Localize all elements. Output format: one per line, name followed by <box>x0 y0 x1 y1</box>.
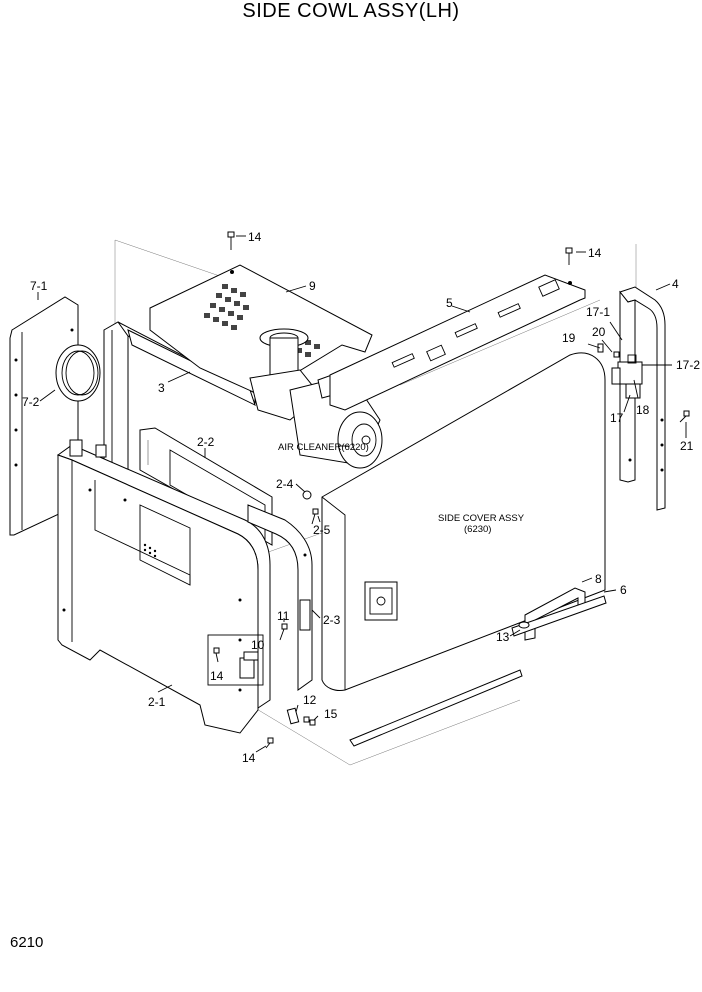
label-11: 11 <box>277 609 290 623</box>
bolt-14-top-right <box>565 247 573 265</box>
label-side-cover-line1: SIDE COVER ASSY <box>438 513 525 524</box>
bolt-15 <box>303 716 316 726</box>
label-14-top: 14 <box>248 230 262 244</box>
label-2-1: 2-1 <box>148 695 166 709</box>
label-17-1: 17-1 <box>586 305 610 319</box>
label-2-5: 2-5 <box>313 523 331 537</box>
label-5: 5 <box>446 296 453 310</box>
label-20: 20 <box>592 325 606 339</box>
bolt-14-mid <box>213 647 220 663</box>
label-18: 18 <box>636 403 650 417</box>
label-4: 4 <box>672 277 679 291</box>
label-6: 6 <box>620 583 627 597</box>
label-15: 15 <box>324 707 338 721</box>
bolt-19 <box>597 343 604 353</box>
label-8: 8 <box>595 572 602 586</box>
label-2-3: 2-3 <box>323 613 341 627</box>
bolt-2-5 <box>311 508 319 525</box>
fasteners <box>213 231 690 749</box>
label-2-2: 2-2 <box>197 435 215 449</box>
label-17-2: 17-2 <box>676 358 700 372</box>
part-8-handle <box>524 587 586 641</box>
bolt-11 <box>279 623 288 641</box>
part-7-2-ring <box>55 344 101 402</box>
leader-lines <box>37 235 687 753</box>
side-cover-assy <box>321 352 606 691</box>
callout-labels: 14 14 9 5 4 7-1 7-2 3 17-1 20 19 17-2 17… <box>22 230 700 765</box>
label-9: 9 <box>309 279 316 293</box>
part-18-latch <box>611 354 643 399</box>
label-19: 19 <box>562 331 576 345</box>
bolt-20 <box>613 351 620 358</box>
label-side-cover-line2: (6230) <box>464 524 491 535</box>
part-12-bracket <box>286 707 300 725</box>
bolt-14-bot <box>265 737 274 749</box>
label-13: 13 <box>496 630 510 644</box>
vent-grid <box>204 284 320 357</box>
page-number: 6210 <box>10 934 44 951</box>
label-3: 3 <box>158 381 165 395</box>
label-14-mid: 14 <box>210 669 224 683</box>
label-12: 12 <box>303 693 317 707</box>
label-14-top-right: 14 <box>588 246 602 260</box>
part-2-3-strip <box>247 504 313 691</box>
part-13-grommet <box>518 621 530 629</box>
bottom-strip <box>349 669 523 747</box>
knob-2-4 <box>302 490 312 500</box>
bolt-21 <box>679 410 690 423</box>
label-air-cleaner: AIR CLEANER(6220) <box>278 442 369 453</box>
part-6-strip <box>511 595 607 637</box>
label-2-4: 2-4 <box>276 477 294 491</box>
diagram-title: SIDE COWL ASSY(LH) <box>242 0 460 22</box>
label-10: 10 <box>251 638 265 652</box>
label-14-bot: 14 <box>242 751 256 765</box>
label-17: 17 <box>610 411 624 425</box>
part-9-top-plate <box>149 264 373 396</box>
part-10-latch <box>207 634 264 686</box>
part-5-bracket <box>329 274 586 411</box>
label-21: 21 <box>680 439 694 453</box>
label-7-2: 7-2 <box>22 395 40 409</box>
label-7-1: 7-1 <box>30 279 48 293</box>
bolt-14-top <box>227 231 235 250</box>
